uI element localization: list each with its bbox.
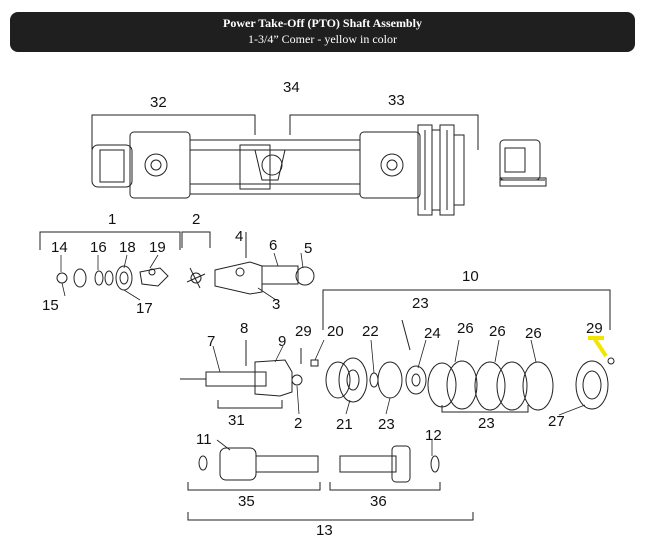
callout-34: 32 (150, 94, 167, 111)
callout-1: 1 (108, 211, 116, 228)
callout-2b: 2 (294, 415, 302, 432)
callout-9: 9 (278, 333, 286, 350)
callout-33: 36 (370, 493, 387, 510)
callout-20: 20 (327, 323, 344, 340)
diagram-subtitle: 1-3/4” Comer - yellow in color (248, 32, 397, 46)
callout-32: 35 (238, 493, 255, 510)
parts-group-1 (39, 231, 315, 295)
callout-10: 10 (462, 268, 479, 285)
callout-35: 33 (388, 92, 405, 109)
callout-36: 34 (283, 79, 300, 96)
tube-assembly-drawing (187, 445, 474, 521)
callout-27: 26 (489, 323, 506, 340)
callout-29a: 29 (295, 323, 312, 340)
callout-labels: 32 34 33 1 2 14 16 18 19 4 6 5 15 17 3 1… (42, 79, 603, 539)
callout-2a: 2 (192, 211, 200, 228)
callout-4: 4 (235, 228, 243, 245)
callout-25: 24 (424, 325, 441, 342)
callout-18: 18 (119, 239, 136, 256)
callout-6: 6 (269, 237, 277, 254)
callout-13: 13 (316, 522, 333, 539)
callout-24: 23 (412, 295, 429, 312)
callout-23b: 23 (478, 415, 495, 432)
callout-23a: 23 (378, 416, 395, 433)
callout-15: 15 (42, 297, 59, 314)
callout-21: 21 (336, 416, 353, 433)
callout-26a: 26 (457, 320, 474, 337)
callout-29b: 29 (586, 320, 603, 337)
callout-19: 19 (149, 239, 166, 256)
callout-7: 7 (207, 333, 215, 350)
callout-17: 17 (136, 300, 153, 317)
callout-31: 31 (228, 412, 245, 429)
callout-14: 14 (51, 239, 68, 256)
callout-8: 8 (240, 320, 248, 337)
callout-12: 12 (425, 427, 442, 444)
callout-5: 5 (304, 240, 312, 257)
clutch-assembly-drawing (180, 289, 615, 413)
title-banner: Power Take-Off (PTO) Shaft Assembly 1-3/… (10, 12, 635, 52)
callout-16: 16 (90, 239, 107, 256)
diagram-title: Power Take-Off (PTO) Shaft Assembly (223, 16, 422, 30)
callout-22: 22 (362, 323, 379, 340)
callout-11: 11 (196, 431, 212, 448)
callout-3: 3 (272, 296, 280, 313)
assembled-shaft-drawing (91, 114, 547, 216)
callout-26b: 26 (525, 325, 542, 342)
leader-lines (60, 252, 586, 456)
callout-28: 27 (548, 413, 565, 430)
